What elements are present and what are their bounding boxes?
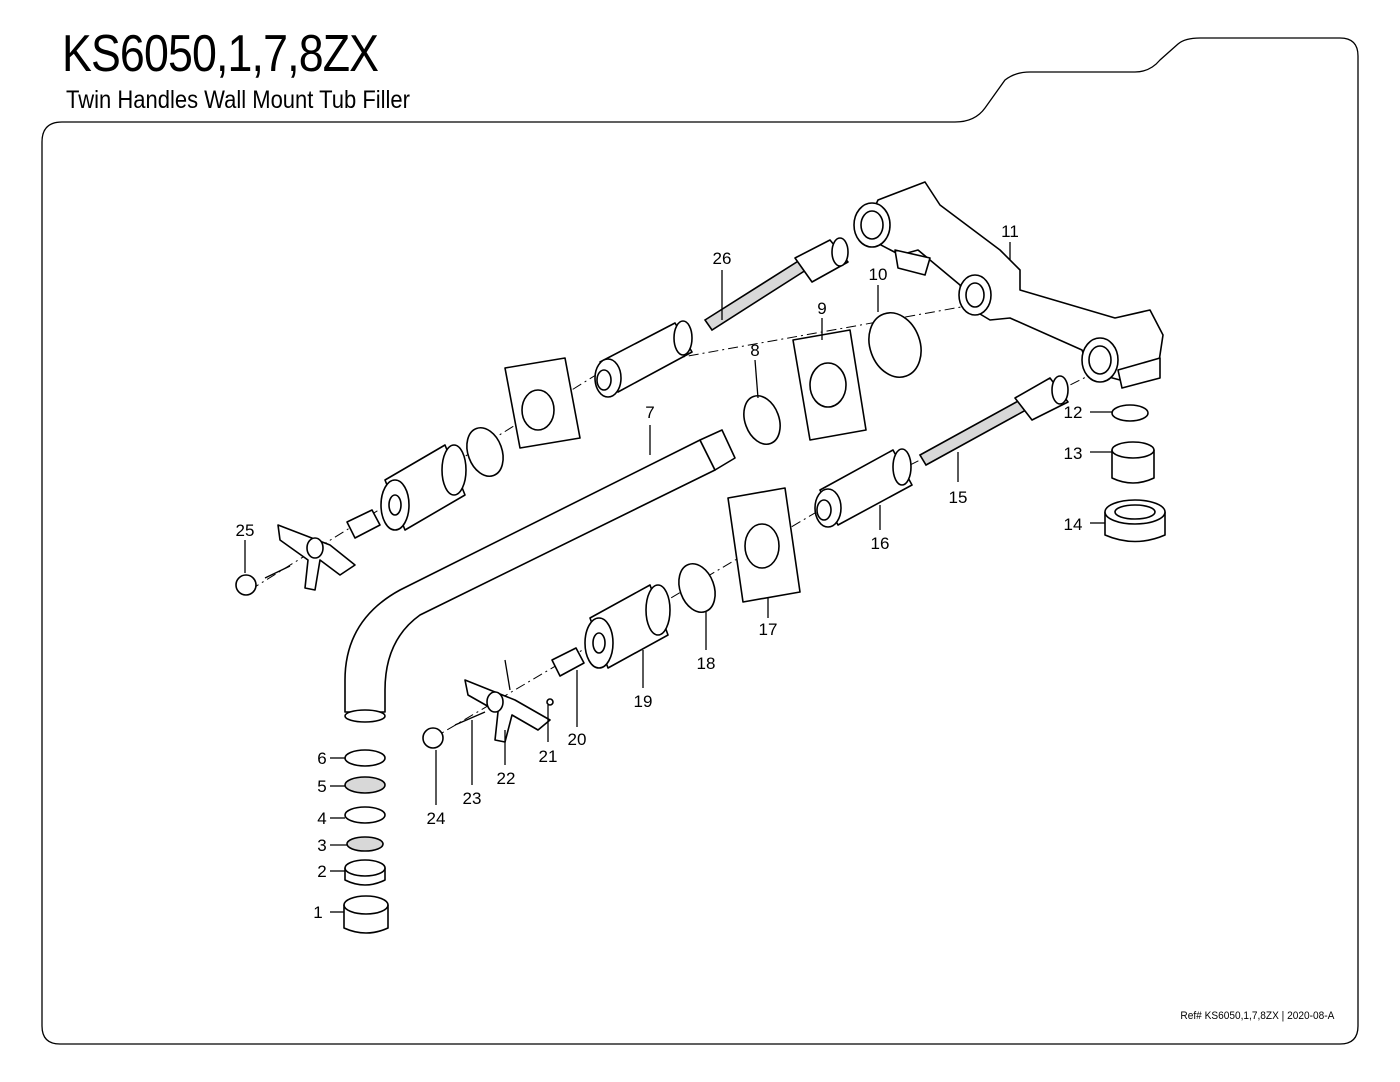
- callout-6: 6: [317, 749, 326, 768]
- part-23-screw: [454, 711, 486, 726]
- callout-3: 3: [317, 836, 326, 855]
- callout-25: 25: [236, 521, 255, 540]
- callout-5: 5: [317, 777, 326, 796]
- part-6-washer: [344, 749, 386, 767]
- upper-sleeve: [594, 320, 693, 398]
- part-13-adapter: [1111, 441, 1155, 484]
- callout-9: 9: [817, 299, 826, 318]
- callout-8: 8: [750, 341, 759, 360]
- callout-20: 20: [568, 730, 587, 749]
- callout-7: 7: [645, 403, 654, 422]
- callout-18: 18: [697, 654, 716, 673]
- part-18-ring: [678, 562, 716, 614]
- part-15-cartridge-lower: [918, 375, 1069, 467]
- part-25-handle-upper: [235, 524, 356, 596]
- callout-15: 15: [949, 488, 968, 507]
- callout-14: 14: [1064, 515, 1083, 534]
- callout-19: 19: [634, 692, 653, 711]
- upper-left-flange: [504, 357, 581, 449]
- part-8-ring: [743, 394, 781, 446]
- part-9-flange: [792, 329, 867, 441]
- part-17-flange: [727, 487, 801, 603]
- part-7-spout: [344, 429, 736, 723]
- callout-11: 11: [1001, 222, 1019, 241]
- callout-4: 4: [317, 809, 326, 828]
- page-subtitle: Twin Handles Wall Mount Tub Filler: [66, 86, 410, 114]
- part-16-sleeve: [814, 448, 913, 528]
- upper-left-ring: [466, 426, 504, 478]
- callout-16: 16: [871, 534, 890, 553]
- part-22-handle-lower: [464, 659, 551, 743]
- callout-26: 26: [713, 249, 732, 268]
- aerator-stack: [343, 749, 389, 934]
- callout-21: 21: [539, 747, 558, 766]
- callout-13: 13: [1064, 444, 1083, 463]
- drawing-frame: [41, 37, 1359, 1045]
- callout-12: 12: [1064, 403, 1083, 422]
- part-21-set-screw: [546, 698, 554, 706]
- part-19-escutcheon: [584, 584, 671, 669]
- callout-10: 10: [869, 265, 888, 284]
- part-14-nut: [1104, 499, 1166, 543]
- part-11-valve-body: [853, 181, 1164, 389]
- page-title: KS6050,1,7,8ZX: [62, 25, 379, 83]
- part-20-adapter: [551, 647, 585, 677]
- callout-22: 22: [497, 769, 516, 788]
- upper-adapter: [346, 509, 381, 539]
- part-4-ring: [344, 806, 386, 824]
- callout-23: 23: [463, 789, 482, 808]
- part-10-o-ring: [868, 312, 922, 378]
- callout-1: 1: [313, 903, 322, 922]
- part-24-cap: [422, 727, 444, 749]
- upper-escutcheon: [380, 444, 467, 531]
- part-3-mesh: [346, 836, 384, 852]
- callout-24: 24: [427, 809, 446, 828]
- part-26-cartridge-upper: [703, 237, 849, 332]
- part-5-screen: [344, 776, 386, 794]
- reference-number: Ref# KS6050,1,7,8ZX | 2020-08-A: [1180, 1010, 1334, 1022]
- part-12-washer: [1111, 404, 1149, 422]
- callout-2: 2: [317, 862, 326, 881]
- callout-17: 17: [759, 620, 778, 639]
